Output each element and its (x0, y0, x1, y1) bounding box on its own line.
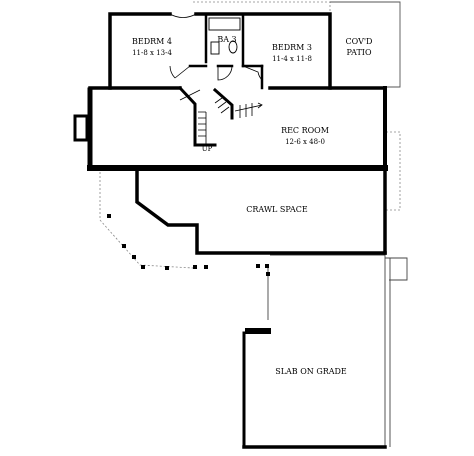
crawl-space-label: CRAWL SPACE (246, 205, 308, 214)
fireplace (73, 114, 89, 142)
bathtub (208, 17, 241, 31)
bedrm3-label: BEDRM 3 (272, 43, 312, 52)
upper-wing-wall (108, 12, 332, 90)
bath-sink (210, 41, 220, 55)
door-ba3 (217, 65, 233, 81)
stairs-up-label: UP (202, 145, 213, 153)
slab-east-outline (267, 254, 408, 447)
east-deck-outline (386, 131, 401, 211)
bedrm4-size: 11-8 x 13-4 (132, 49, 172, 57)
rec-room-label: REC ROOM (281, 126, 329, 135)
bedrm3-size: 11-4 x 11-8 (272, 55, 312, 63)
broken-wall-marks (107, 214, 270, 276)
door-swings (169, 13, 263, 101)
door-upper-entry (169, 13, 197, 18)
stair-wall-a (177, 85, 217, 147)
crawl-space-wall (135, 170, 387, 255)
stair-wall-b (212, 87, 234, 120)
rec-room-size: 12-6 x 48-0 (285, 138, 325, 146)
patio-label-line2: PATIO (346, 48, 371, 57)
stair-arrow (234, 104, 263, 112)
slab-label: SLAB ON GRADE (275, 367, 347, 376)
toilet-icon (228, 40, 238, 54)
patio-label-line1: COV'D (346, 37, 373, 46)
door-bedrm3 (242, 65, 263, 81)
stairs (198, 97, 263, 145)
bath-fixtures (208, 17, 241, 55)
door-bedrm4 (169, 65, 191, 79)
upper-deck-outline (193, 1, 331, 14)
ba3-label: BA 3 (217, 35, 236, 44)
door-hall (179, 89, 201, 101)
bedrm4-label: BEDRM 4 (132, 37, 172, 46)
walls (87, 12, 388, 449)
west-deck-outline (99, 172, 194, 269)
